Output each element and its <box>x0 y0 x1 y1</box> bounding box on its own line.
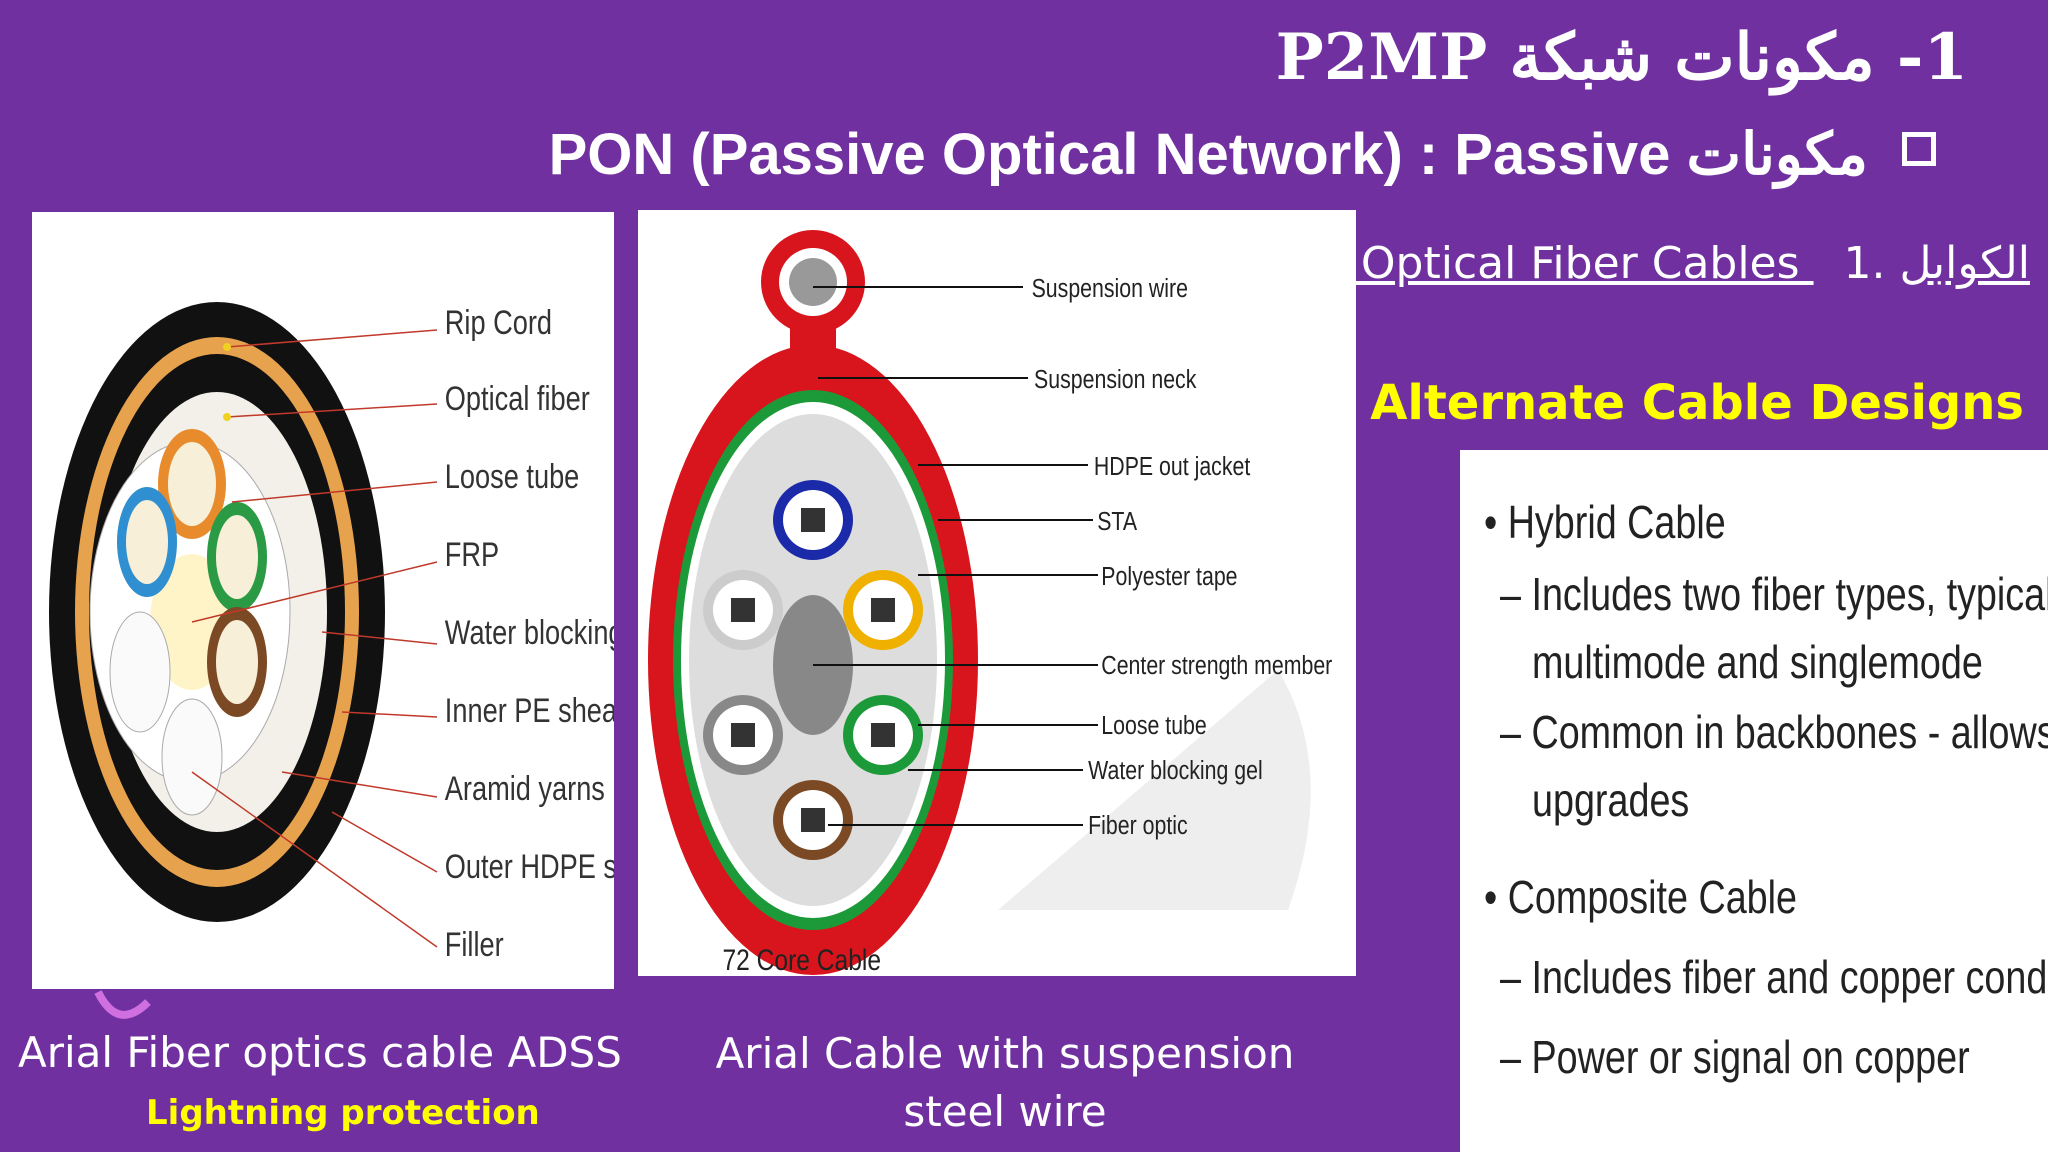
suspension-label: Water blocking gel <box>1088 756 1263 786</box>
adss-label: Filler <box>445 925 504 964</box>
list-item: upgrades <box>1532 774 1690 826</box>
suspension-cable-diagram: Suspension wire Suspension neck HDPE out… <box>638 210 1356 977</box>
adss-cross-section-image: Rip Cord Optical fiber Loose tube FRP Wa… <box>49 302 685 964</box>
list-item: – Includes fiber and copper conductors <box>1500 951 2048 1003</box>
adss-label: Inner PE sheath <box>445 691 614 730</box>
suspension-label: Loose tube <box>1101 711 1206 741</box>
fiber-cables-heading-number: .1 <box>1843 238 1886 289</box>
suspension-label: Center strength member <box>1101 651 1332 681</box>
suspension-label: Polyester tape <box>1101 562 1237 592</box>
adss-cable-diagram: Rip Cord Optical fiber Loose tube FRP Wa… <box>32 212 685 989</box>
suspension-label: STA <box>1097 507 1137 537</box>
fiber-cables-heading: : Optical Fiber Cables الكوابل .1 <box>1332 238 2030 289</box>
adss-label: FRP <box>445 535 499 574</box>
slide-title: 1- مكونات شبكة P2MP <box>1275 20 1968 95</box>
adss-label: Outer HDPE sheath <box>445 847 614 886</box>
adss-label: Loose tube <box>445 457 580 496</box>
fiber-cables-heading-text: : Optical Fiber Cables الكوابل <box>1332 238 2030 289</box>
we-logo-icon <box>94 990 151 1019</box>
suspension-footer: 72 Core Cable <box>722 943 881 976</box>
adss-label: Aramid yarns <box>445 769 605 808</box>
list-item: – Includes two fiber types, typically <box>1500 568 2048 620</box>
alternate-designs-title: Alternate Cable Designs <box>1370 375 2024 431</box>
list-item: • Composite Cable <box>1484 871 1798 923</box>
adss-label: Water blocking tape <box>445 613 614 652</box>
alternate-designs-panel: • Hybrid Cable – Includes two fiber type… <box>1460 450 2048 1152</box>
suspension-cross-section-image: Suspension wire Suspension neck HDPE out… <box>648 230 1332 977</box>
suspension-label: Fiber optic <box>1088 811 1188 841</box>
adss-label: Optical fiber <box>445 379 590 418</box>
slide-subtitle: PON (Passive Optical Network) : Passive … <box>548 122 1868 187</box>
adss-label: Rip Cord <box>445 303 552 342</box>
suspension-caption: Arial Cable with suspension steel wire <box>715 1029 1295 1136</box>
list-item: • Hybrid Cable <box>1484 496 1726 548</box>
lightning-protection-caption: Lightning protection <box>146 1093 540 1133</box>
checkbox-bullet-icon <box>1902 132 1936 166</box>
suspension-label: HDPE out jacket <box>1094 452 1251 482</box>
suspension-label: Suspension wire <box>1032 274 1188 304</box>
list-item: multimode and singlemode <box>1532 636 1983 688</box>
list-item: – Common in backbones - allows <box>1500 706 2048 758</box>
list-item: – Power or signal on copper <box>1500 1031 1970 1083</box>
adss-caption: Arial Fiber optics cable ADSS <box>18 1028 622 1077</box>
suspension-label: Suspension neck <box>1034 365 1196 395</box>
